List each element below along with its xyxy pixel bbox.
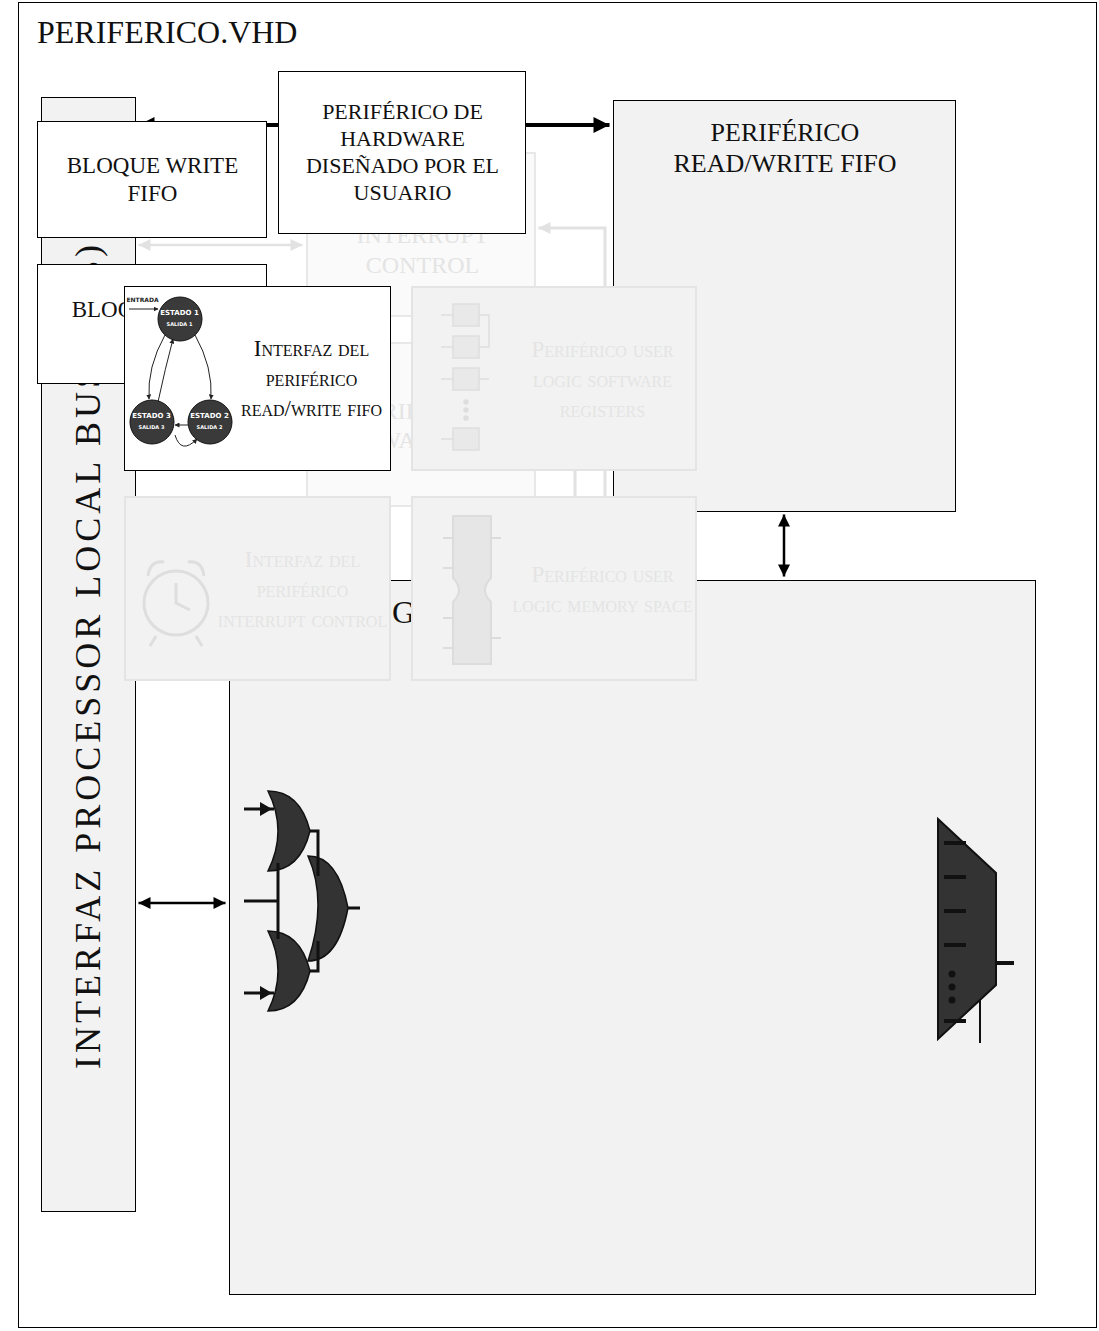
dot — [948, 970, 955, 977]
clock-feet — [150, 636, 202, 646]
wire — [996, 961, 1014, 965]
wire — [244, 863, 278, 939]
ellipsis-dots — [948, 970, 955, 1003]
bus-connector — [139, 244, 303, 247]
register — [453, 336, 479, 358]
memory-chip — [453, 516, 491, 664]
box-label: Periférico user logic software registers — [513, 335, 693, 425]
transition — [129, 308, 158, 309]
hardware-box: PERIFÉRICO DE HARDWARE DISEÑADO POR EL U… — [278, 71, 526, 234]
gate-group — [268, 791, 348, 1011]
wire — [310, 831, 318, 876]
box-label: Interfaz del periférico interrupt contro… — [218, 545, 388, 635]
mux-body — [938, 819, 996, 1039]
state-circle — [130, 400, 174, 444]
dot — [464, 400, 468, 404]
fsm-label: ESTADO 1 — [160, 310, 199, 317]
faded-interrupt-box: Interfaz del periférico interrupt contro… — [124, 496, 391, 681]
logic-illustration — [230, 581, 1037, 1296]
state-circle — [158, 297, 202, 341]
file-heading: PERIFERICO.VHD — [37, 13, 297, 52]
text-area: Interfaz del periférico read/write fifo — [237, 295, 387, 464]
dot — [948, 983, 955, 990]
dot — [948, 996, 955, 1003]
transition — [148, 335, 164, 399]
transition — [195, 335, 211, 399]
wire — [944, 909, 966, 913]
fsm-label: SALIDA 3 — [139, 425, 165, 430]
arrowhead — [260, 802, 272, 816]
fsm-label: SALIDA 1 — [167, 322, 193, 327]
mux-inputs — [944, 843, 1014, 1043]
text-area: Periférico user logic software registers — [513, 296, 693, 465]
or-gate — [268, 791, 310, 871]
fsm-label: SALIDA 2 — [197, 425, 223, 430]
transition — [175, 424, 188, 425]
register — [453, 428, 479, 450]
text-area: Periférico user logic memory space — [513, 506, 693, 675]
fifo-block-box: BLOQUE WRITE FIFO — [37, 121, 267, 238]
gate-wires — [244, 809, 360, 993]
box-label: Periférico user logic memory space — [513, 560, 693, 620]
fsm-label: ENTRADA — [126, 297, 158, 303]
fsm-label: ESTADO 3 — [132, 413, 171, 420]
wire — [944, 841, 966, 845]
transition — [158, 339, 173, 402]
fifo-interface-box: Interfaz del periférico read/write fifoE… — [124, 286, 391, 471]
fsm-label: ESTADO 2 — [190, 413, 229, 420]
text-area: PERIFERICO.VHD — [37, 13, 457, 69]
text-area: PERIFÉRICO READ/WRITE FIFO — [624, 117, 947, 203]
dot — [464, 408, 468, 412]
wire — [944, 1019, 966, 1023]
clock-hands — [176, 583, 190, 610]
or-gate — [268, 931, 310, 1011]
wire — [979, 999, 981, 1043]
register — [453, 304, 479, 326]
box-label: Interfaz del periférico read/write fifo — [237, 334, 387, 424]
bus-connector — [783, 515, 786, 577]
text-area: BLOQUE WRITE FIFO — [44, 128, 262, 233]
clock-face — [144, 571, 208, 635]
bus-connector — [139, 902, 226, 905]
arrowhead — [260, 986, 272, 1000]
or-gate — [308, 856, 348, 961]
wire — [310, 941, 318, 971]
input-arrows — [260, 802, 272, 1000]
box-label: PERIFÉRICO DE HARDWARE DISEÑADO POR EL U… — [289, 99, 517, 206]
state-circle — [188, 400, 232, 444]
clock-bells — [148, 561, 204, 575]
register-wires — [441, 315, 489, 439]
text-area: PERIFÉRICO DE HARDWARE DISEÑADO POR EL U… — [285, 78, 521, 229]
box-label: PERIFÉRICO READ/WRITE FIFO — [638, 117, 933, 180]
memory-icon — [413, 498, 699, 683]
faded-memory-box: Periférico user logic memory space — [411, 496, 697, 681]
register — [453, 368, 479, 390]
user-logic-box: USER_LOGIC.VHD — [229, 580, 1036, 1295]
chip-pins — [443, 538, 501, 648]
multiplexer — [938, 819, 1014, 1043]
faded-register-box: Periférico user logic software registers — [411, 286, 697, 471]
fsm-states — [130, 297, 232, 444]
dot — [464, 416, 468, 420]
wire — [348, 906, 360, 909]
wire — [944, 875, 966, 879]
text-area: Interfaz del periférico interrupt contro… — [218, 506, 388, 675]
wire — [944, 943, 966, 947]
box-label: BLOQUE WRITE FIFO — [64, 152, 242, 208]
